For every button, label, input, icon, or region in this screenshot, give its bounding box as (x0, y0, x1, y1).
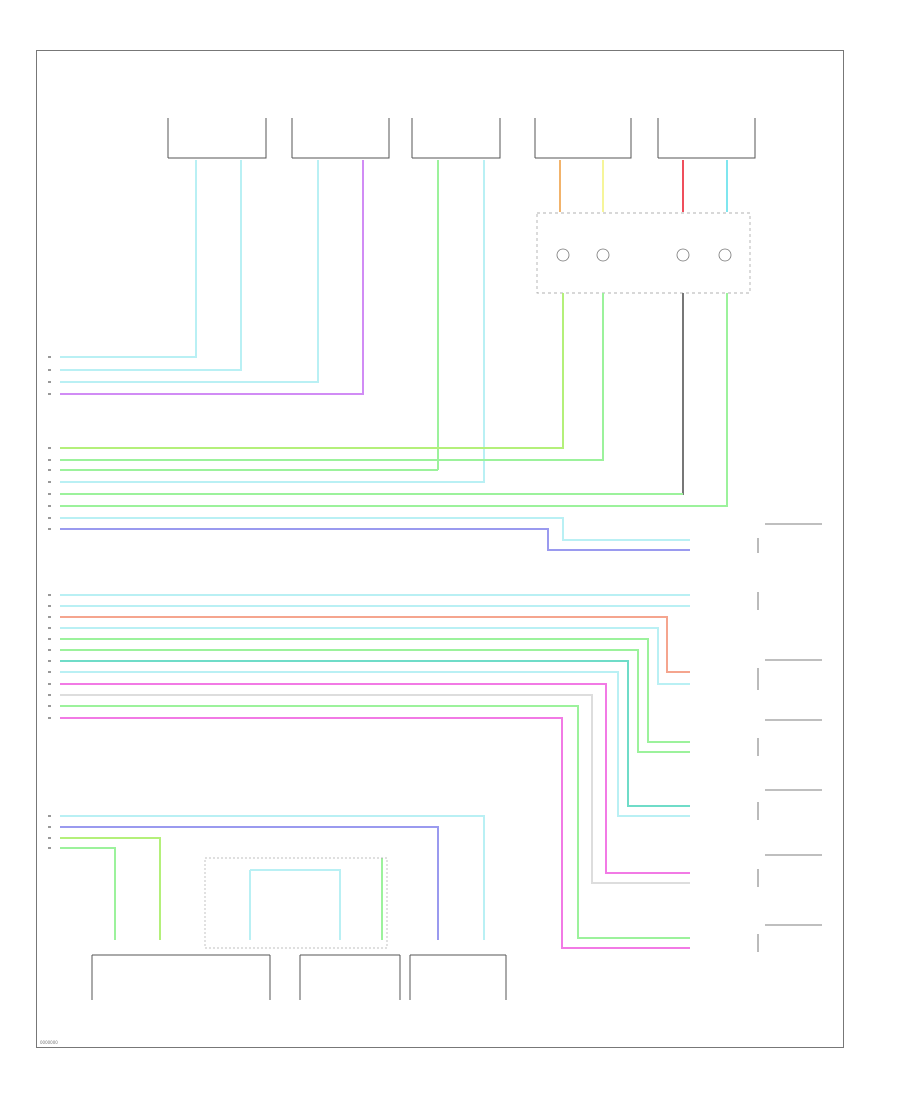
ground-contact-2 (596, 248, 610, 262)
page-id: 0000000 (40, 1040, 58, 1045)
wire-rf-1 (60, 160, 319, 383)
passenger-sensing-module (536, 212, 751, 294)
wire-lf-2 (60, 160, 242, 371)
ground-contact-3 (676, 248, 690, 262)
upper-right-connector (757, 523, 822, 553)
right-connectors (757, 592, 822, 952)
wire-sat-2 (60, 160, 485, 483)
middle-bus-wires (60, 594, 690, 949)
top-vertical-wires (60, 160, 728, 483)
lower-dashed-box (204, 857, 388, 949)
satellite-sensor-connector (411, 118, 501, 159)
wire-lf-1 (60, 160, 197, 358)
ground-contact-4 (718, 248, 732, 262)
right-side-curtain-connector (299, 954, 401, 1000)
lower-left-wires (60, 815, 485, 940)
seat-belt-tension-connector (409, 954, 507, 1000)
front-impact-sensor-right-connector (657, 118, 756, 159)
module-lower-wires (60, 293, 728, 507)
front-impact-sensor-left-connector (534, 118, 632, 159)
wire-rf-2 (60, 160, 364, 395)
diagram-frame (36, 50, 844, 1048)
rf-impact-sensor-connector (291, 118, 390, 159)
ground-contact-1 (556, 248, 570, 262)
bottom-connectors (91, 954, 507, 1000)
left-pin-marks (48, 356, 51, 849)
left-side-curtain-connector (91, 954, 271, 1000)
upper-right-wires (60, 517, 690, 551)
top-sensor-connectors (167, 118, 756, 159)
lf-impact-sensor-connector (167, 118, 267, 159)
